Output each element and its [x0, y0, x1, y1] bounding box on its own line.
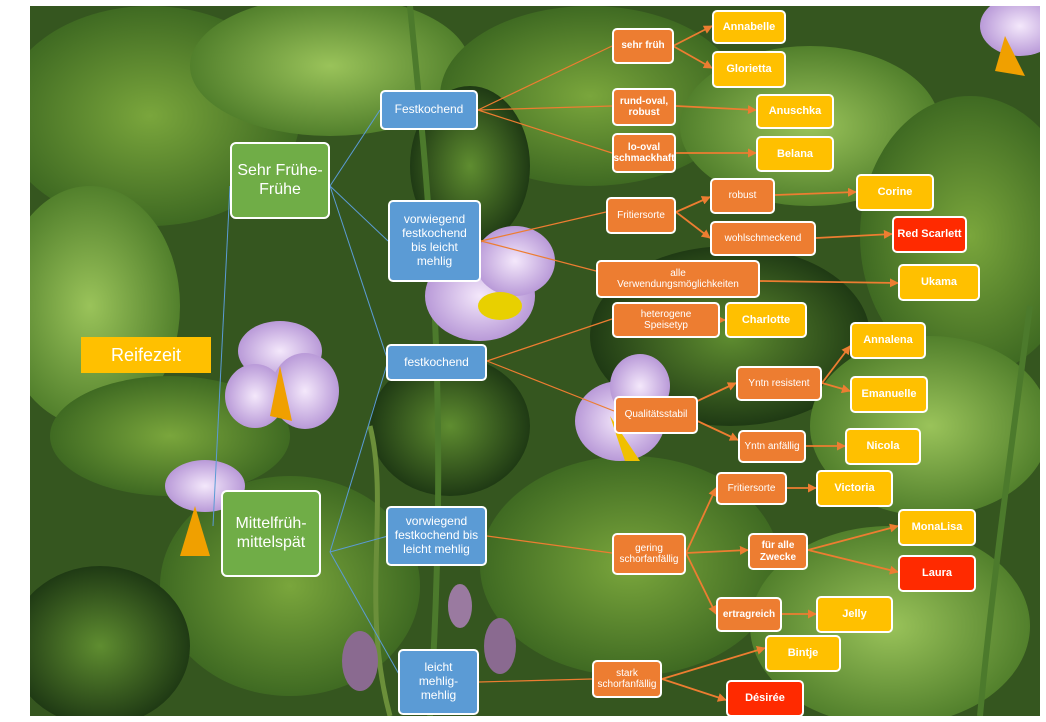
property-yntn-resistent: Yntn resistent	[736, 366, 822, 401]
property-rund-oval: rund-oval, robust	[612, 88, 676, 126]
texture-vorwiegend-mid: vorwiegend festkochend bis leicht mehlig	[386, 506, 487, 566]
texture-festkochend-mid: festkochend	[386, 344, 487, 381]
property-robust: robust	[710, 178, 775, 214]
variety-jelly: Jelly	[816, 596, 893, 633]
variety-monalisa: MonaLisa	[898, 509, 976, 546]
property-fritiersorte-mid: Fritiersorte	[716, 472, 787, 505]
texture-festkochend-early: Festkochend	[380, 90, 478, 130]
variety-nicola: Nicola	[845, 428, 921, 465]
property-heterogene: heterogene Speisetyp	[612, 302, 720, 338]
property-gering-schorf: gering schorfanfällig	[612, 533, 686, 575]
diagram-title: Reifezeit	[81, 337, 211, 373]
variety-annalena: Annalena	[850, 322, 926, 359]
variety-laura: Laura	[898, 555, 976, 592]
variety-corine: Corine	[856, 174, 934, 211]
property-fuer-alle-zwecke: für alle Zwecke	[748, 533, 808, 570]
variety-emanuelle: Emanuelle	[850, 376, 928, 413]
variety-victoria: Victoria	[816, 470, 893, 507]
property-stark-schorf: stark schorfanfällig	[592, 660, 662, 698]
property-qualitaetsstabil: Qualitätsstabil	[614, 396, 698, 434]
variety-anuschka: Anuschka	[756, 94, 834, 129]
property-fritiersorte-early: Fritiersorte	[606, 197, 676, 234]
property-wohlschmeckend: wohlschmeckend	[710, 221, 816, 256]
property-alle-verwendung: alle Verwendungsmöglichkeiten	[596, 260, 760, 298]
variety-belana: Belana	[756, 136, 834, 172]
ripeness-early: Sehr Frühe- Frühe	[230, 142, 330, 219]
variety-charlotte: Charlotte	[725, 302, 807, 338]
ripeness-mid: Mittelfrüh- mittelspät	[221, 490, 321, 577]
property-lo-oval: lo-oval schmackhaft	[612, 133, 676, 173]
diagram-canvas: Reifezeit Sehr Frühe- Frühe Mittelfrüh- …	[30, 6, 1040, 716]
variety-annabelle: Annabelle	[712, 10, 786, 44]
property-sehr-frueh: sehr früh	[612, 28, 674, 64]
variety-glorietta: Glorietta	[712, 51, 786, 88]
variety-red-scarlett: Red Scarlett	[892, 216, 967, 253]
texture-vorwiegend-early: vorwiegend festkochend bis leicht mehlig	[388, 200, 481, 282]
variety-desiree: Désirée	[726, 680, 804, 716]
texture-mehlig-mid: leicht mehlig- mehlig	[398, 649, 479, 715]
variety-ukama: Ukama	[898, 264, 980, 301]
property-yntn-anfaellig: Yntn anfällig	[738, 430, 806, 463]
property-ertragreich: ertragreich	[716, 597, 782, 632]
variety-bintje: Bintje	[765, 635, 841, 672]
